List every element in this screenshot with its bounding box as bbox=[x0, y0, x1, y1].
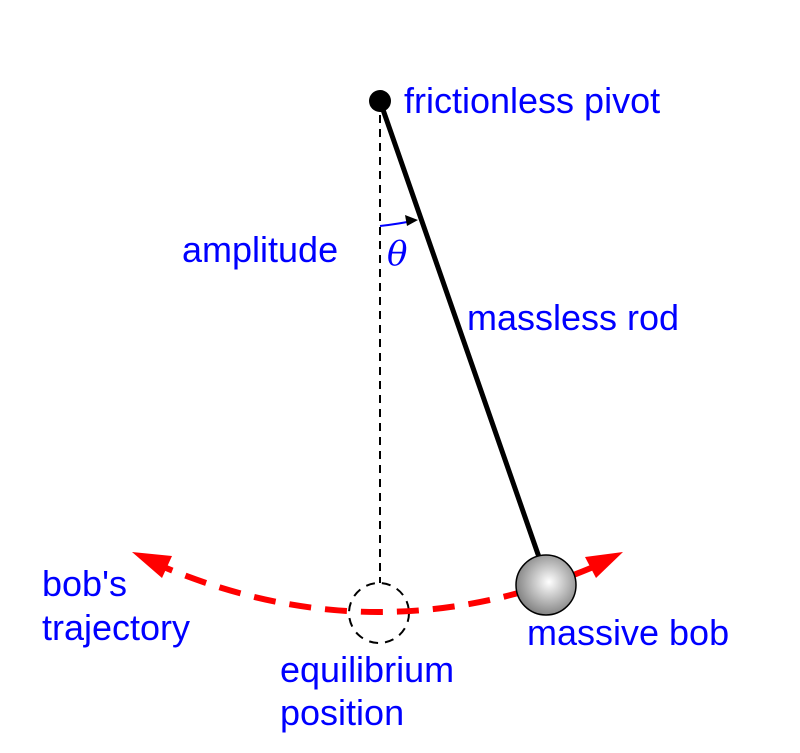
trajectory-arrow-left bbox=[132, 552, 172, 578]
equilibrium-label-line1: equilibrium bbox=[280, 649, 454, 690]
trajectory-arrow-right bbox=[585, 552, 623, 578]
trajectory-label-line1: bob's bbox=[42, 563, 127, 604]
amplitude-label: amplitude bbox=[182, 229, 338, 270]
pivot-point bbox=[369, 90, 391, 112]
bob-label: massive bob bbox=[527, 612, 729, 653]
rod-label: massless rod bbox=[467, 297, 679, 338]
massless-rod bbox=[377, 100, 543, 561]
angle-arrowhead bbox=[405, 215, 418, 226]
massive-bob bbox=[515, 554, 577, 616]
equilibrium-label-line2: position bbox=[280, 692, 404, 733]
trajectory-label-line2: trajectory bbox=[42, 607, 190, 648]
pivot-label: frictionless pivot bbox=[404, 80, 660, 121]
theta-label: θ bbox=[387, 234, 407, 274]
